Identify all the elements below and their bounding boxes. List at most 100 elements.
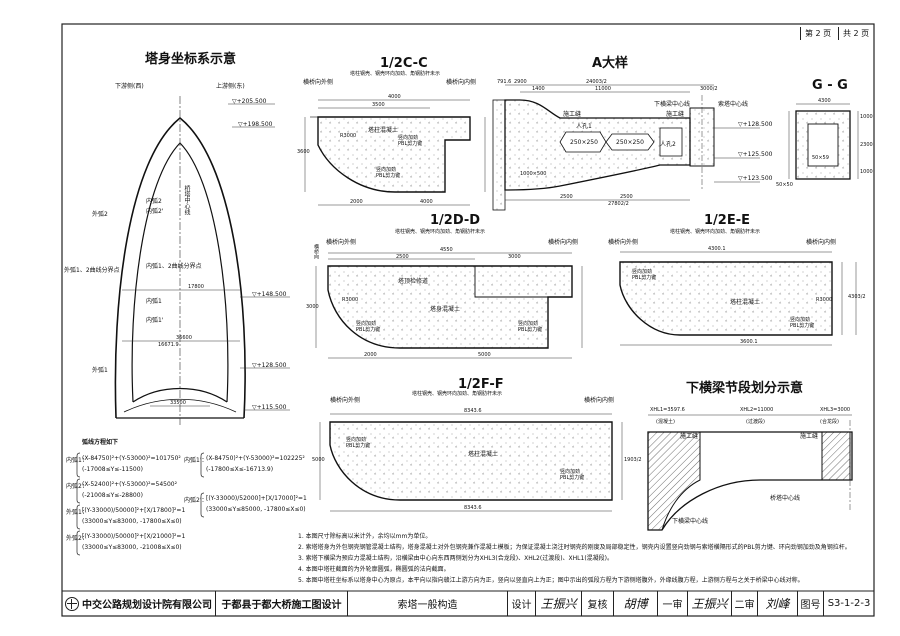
beam-shape <box>647 414 853 531</box>
tower-inner1: 内弧1 <box>146 298 162 305</box>
c-rib2: 竖向加劲 <box>376 167 397 173</box>
curve-outer1-name: 外弧1： <box>66 509 88 516</box>
d-pbl: PBL剪力键 <box>356 327 381 333</box>
d-concrete: 塔身混凝土 <box>430 306 461 313</box>
d-pbl2: PBL剪力键 <box>518 327 543 333</box>
e-hh: R3000 <box>816 297 833 303</box>
a-w1: 24003/2 <box>586 79 607 85</box>
a-tower-center: 索塔中心线 <box>718 101 749 108</box>
a-w9: 791.6 <box>497 79 512 85</box>
c-rib: 竖向加劲 <box>398 135 419 141</box>
page-current: 第 2 页 <box>800 27 835 40</box>
tower-outer1: 外弧1 <box>92 367 108 374</box>
tower-axis: 桥塔中心线 <box>183 185 190 215</box>
f-side-left: 横桥向外侧 <box>330 397 361 404</box>
section-a-shape <box>492 84 760 211</box>
tower-w2: 36600 <box>176 335 192 341</box>
tower-w3: 16671.9 <box>158 342 179 348</box>
d-top: 横桥向 <box>313 244 319 259</box>
beam-seg2b: (过渡段) <box>746 419 765 425</box>
title-f: 1/2F-F <box>458 377 504 392</box>
title-a: A大样 <box>592 56 629 71</box>
curve-inner1-range: (-17008≤Y≤-11500) <box>82 466 143 473</box>
f-pbl2: PBL剪力键 <box>560 475 585 481</box>
d-rib2: 竖向加劲 <box>518 321 539 327</box>
e-rib2: 竖向加劲 <box>790 317 811 323</box>
section-g-shape <box>788 103 859 180</box>
f-note: 塔柱钢壳、钢壳环向加劲、角钢肋杆未示 <box>412 391 503 397</box>
tb-check-sig: 胡博 <box>614 591 658 616</box>
a-w2: 11000 <box>595 86 611 92</box>
curve-outer1-range: (33000≤Y≤83000, -17800≤X≤0) <box>82 518 182 525</box>
tower-el1: ▽+205.500 <box>232 98 267 105</box>
note-3: 3. 索塔下横梁为预应力混凝土结构，沿横梁由中心向东西两侧划分为XHL3(合龙段… <box>298 555 614 562</box>
g-width: 4300 <box>818 98 831 104</box>
a-el2: ▽+125.500 <box>738 151 773 158</box>
f-d2: 8343.6 <box>464 505 482 511</box>
tb-project: 于都县于都大桥施工图设计 <box>216 591 348 616</box>
f-d1: 8343.6 <box>464 408 482 414</box>
e-note: 塔柱钢壳、钢壳环向加劲、角钢肋杆未示 <box>670 229 761 235</box>
a-w5: 2500 <box>560 194 573 200</box>
tb-review2-sig: 刘峰 <box>758 591 798 616</box>
e-side-left: 横桥向外侧 <box>608 239 639 246</box>
curve-inner1-name: 内弧1： <box>66 457 88 464</box>
tower-outline <box>114 96 290 425</box>
c-d2: 3500 <box>372 102 385 108</box>
f-h: 5000 <box>312 457 325 463</box>
d-radius: R3000 <box>342 297 359 303</box>
e-d1: 4300.1 <box>708 246 726 252</box>
tb-drawing: 索塔一般构造 <box>348 591 508 616</box>
d-d5: 3000 <box>508 254 521 260</box>
d-height: 3000 <box>306 304 319 310</box>
tb-design-label: 设计 <box>508 591 536 616</box>
c-pbl: PBL剪力键 <box>398 141 423 147</box>
curve-inner1p-range: (-17800≤X≤-16713.9) <box>206 466 274 473</box>
a-work2: 施工缝 <box>666 111 685 118</box>
tb-check-label: 复核 <box>582 591 614 616</box>
f-side-right: 横桥向内侧 <box>584 397 615 404</box>
tower-el4: ▽+128.500 <box>252 362 287 369</box>
d-d2: 2500 <box>396 254 409 260</box>
curve-inner2-name: 内弧2： <box>66 483 88 490</box>
tb-review1-sig: 王振兴 <box>688 591 732 616</box>
g-d1: 1000 <box>860 114 873 120</box>
note-1: 1. 本图尺寸除标高以米计外，余均以mm为单位。 <box>298 533 432 540</box>
d-tube: 塔顶检修道 <box>398 278 429 285</box>
tower-w1: 17800 <box>188 284 204 290</box>
beam-work2: 施工缝 <box>800 433 819 440</box>
tb-company: 中交公路规划设计院有限公司 <box>62 591 216 616</box>
a-box1: 250×250 <box>570 139 598 146</box>
c-side-right: 横桥向内侧 <box>446 79 477 86</box>
curve-outer1-eq: [(Y-33000)/50000]²+[X/17800]²=1 <box>82 507 186 514</box>
tower-outer12: 外弧1、2曲线分界点 <box>64 267 120 274</box>
curve-outer2-eq: [(Y-33000)/50000]²+[X/21000]²=1 <box>82 533 186 540</box>
curve-inner2p-eq: [(Y-33000)/52000]+[X/17000]²=1 <box>206 495 307 502</box>
tower-el3: ▽+148.500 <box>252 291 287 298</box>
tb-company-name: 中交公路规划设计院有限公司 <box>82 600 212 611</box>
e-rib: 竖向加劲 <box>632 269 653 275</box>
beam-center: 桥塔中心线 <box>770 495 801 502</box>
section-d-shape <box>315 252 583 359</box>
curve-inner1p-eq: (X-84750)²+(Y-53000)²=102225² <box>206 455 305 462</box>
section-c-shape <box>304 99 486 206</box>
c-note: 塔柱钢壳、钢壳环向加劲、角钢肋杆未示 <box>350 71 441 77</box>
a-work1: 施工缝 <box>563 111 582 118</box>
g-d3: 1000 <box>860 169 873 175</box>
curves-heading: 弧线方程如下 <box>82 439 119 446</box>
title-g: G - G <box>812 78 848 93</box>
a-box3: 1000×500 <box>520 171 547 177</box>
curve-outer2-name: 外弧2： <box>66 535 88 542</box>
tower-inner2p: 内弧2' <box>146 208 164 215</box>
d-rib: 竖向加劲 <box>356 321 377 327</box>
curve-outer2-range: (33000≤Y≤83000, -21008≤X≤0) <box>82 544 182 551</box>
tower-inner12: 内弧1、2曲线分界点 <box>146 263 202 270</box>
d-side-left: 横桥向外侧 <box>326 239 357 246</box>
c-concrete: 塔柱混凝土 <box>368 127 399 134</box>
a-w3: 3000/2 <box>700 86 718 92</box>
a-w8: 27802/2 <box>608 201 629 207</box>
tower-inner2: 内弧2 <box>146 198 162 205</box>
d-d1: 4550 <box>440 247 453 253</box>
page-total: 共 2 页 <box>838 27 873 40</box>
